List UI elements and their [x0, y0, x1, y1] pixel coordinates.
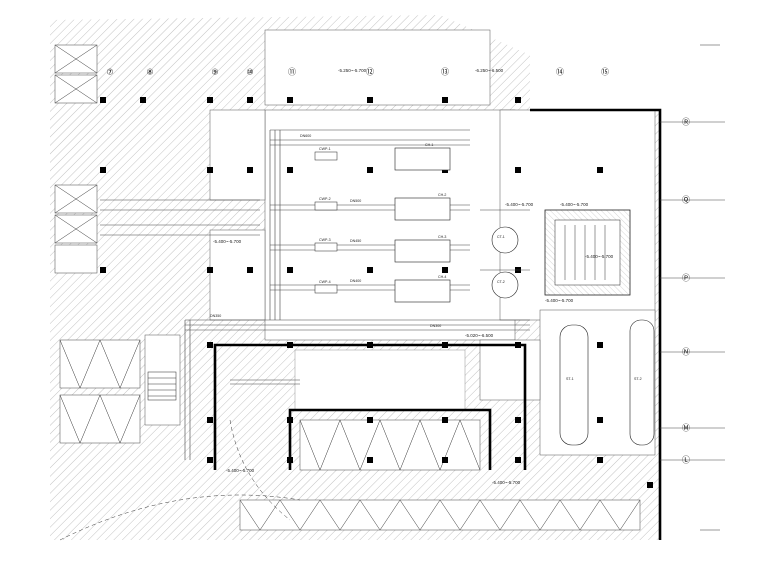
axis-right-label: Ⓟ	[682, 274, 690, 283]
axis-right: Ⓡ Ⓠ Ⓟ Ⓝ Ⓜ Ⓛ	[660, 118, 725, 465]
cooling-tower-area	[544, 209, 631, 296]
column	[442, 267, 448, 273]
tag-st-2: ST-2	[634, 377, 642, 381]
column	[287, 97, 293, 103]
axis-right-label: Ⓠ	[682, 196, 690, 205]
pipe-label: DN450	[350, 239, 361, 243]
axis-top-label: ⑪	[288, 68, 296, 77]
column	[367, 457, 373, 463]
column	[287, 167, 293, 173]
column	[100, 167, 106, 173]
axis-top-label: ⑨	[211, 68, 218, 77]
tanks	[491, 226, 655, 446]
column	[140, 97, 146, 103]
tag-cwp-2: CWP-2	[319, 197, 331, 201]
elevation-labels: -5.250~-5.700 -6.250~-6.500 -5.400~-5.70…	[213, 68, 614, 485]
column	[515, 417, 521, 423]
column	[515, 342, 521, 348]
tag-st-1: ST-1	[566, 377, 574, 381]
column	[207, 457, 213, 463]
column	[442, 417, 448, 423]
elevation-top-2: -6.250~-6.500	[475, 68, 504, 73]
axis-right-label: Ⓝ	[682, 348, 690, 357]
column	[647, 482, 653, 488]
elevation-mid-left: -5.400~-5.700	[213, 239, 242, 244]
axis-top-label: ⑫	[366, 68, 374, 77]
column	[247, 267, 253, 273]
elevation-mid-right-2: -5.400~-5.700	[545, 298, 574, 303]
axis-top-label: ⑩	[246, 68, 253, 77]
column	[367, 342, 373, 348]
column	[597, 417, 603, 423]
column	[367, 167, 373, 173]
pipe-label: DN500	[350, 199, 361, 203]
column	[100, 267, 106, 273]
elevation-center: -5.020~-6.500	[465, 333, 494, 338]
column	[442, 457, 448, 463]
column	[287, 342, 293, 348]
axis-top-label: ⑧	[146, 68, 153, 77]
tag-ch-4: CH-4	[438, 275, 446, 279]
tag-ch-2: CH-2	[438, 193, 446, 197]
tag-cwp-1: CWP-1	[319, 147, 331, 151]
column	[367, 267, 373, 273]
column	[247, 97, 253, 103]
stairwell	[147, 371, 177, 401]
column	[597, 457, 603, 463]
column	[100, 97, 106, 103]
column	[287, 457, 293, 463]
axis-top-label: ⑮	[601, 68, 609, 77]
pipe-size-labels: DN600 DN500 DN450 DN400 DN350 DN300	[210, 134, 441, 328]
pipe-label: DN300	[430, 324, 441, 328]
driveway-curves	[59, 419, 301, 541]
axis-top-label: ⑬	[441, 68, 449, 77]
axis-top-label: ⑦	[106, 68, 113, 77]
column	[287, 267, 293, 273]
column	[597, 167, 603, 173]
axis-right-label: Ⓛ	[682, 456, 690, 465]
column	[247, 167, 253, 173]
elevation-top-1: -5.250~-5.700	[338, 68, 367, 73]
column	[597, 342, 603, 348]
axis-right-label: Ⓡ	[682, 118, 690, 127]
pipe-label: DN400	[350, 279, 361, 283]
column	[287, 417, 293, 423]
column	[515, 457, 521, 463]
column	[367, 417, 373, 423]
column	[442, 97, 448, 103]
elevation-mid-right-1: -5.400~-5.700	[585, 254, 614, 259]
elevation-right-1: -5.400~-5.700	[505, 202, 534, 207]
equipment-tags: CH-1 CH-2 CH-3 CH-4 CWP-1 CWP-2 CWP-3 CW…	[319, 143, 642, 381]
column	[207, 97, 213, 103]
parking-bays-bottom	[59, 339, 641, 531]
axis-right-label: Ⓜ	[682, 424, 690, 433]
axis-top-label: ⑭	[556, 68, 564, 77]
column	[207, 417, 213, 423]
tag-cwp-3: CWP-3	[319, 238, 331, 242]
elevation-bottom-1: -5.400~-5.700	[226, 468, 255, 473]
pipe-label: DN350	[210, 314, 221, 318]
column	[515, 167, 521, 173]
tag-ct-2: CT-2	[497, 280, 505, 284]
tag-ch-1: CH-1	[425, 143, 433, 147]
column	[207, 167, 213, 173]
column	[207, 267, 213, 273]
column	[515, 97, 521, 103]
pipe-label: DN600	[300, 134, 311, 138]
axis-top: ⑦ ⑧ ⑨ ⑩ ⑪ ⑫ ⑬ ⑭ ⑮	[106, 68, 609, 77]
chillers	[394, 147, 451, 303]
right-margin-ticks	[700, 44, 720, 531]
column	[207, 342, 213, 348]
column	[442, 342, 448, 348]
elevation-right-2: -5.400~-5.700	[560, 202, 589, 207]
column	[367, 97, 373, 103]
elevation-bottom-2: -5.400~-5.700	[492, 480, 521, 485]
tag-ch-3: CH-3	[438, 235, 446, 239]
tag-cwp-4: CWP-4	[319, 280, 331, 284]
pumps	[314, 151, 338, 294]
parking-bays-left	[54, 44, 98, 274]
tag-ct-1: CT-1	[497, 235, 505, 239]
